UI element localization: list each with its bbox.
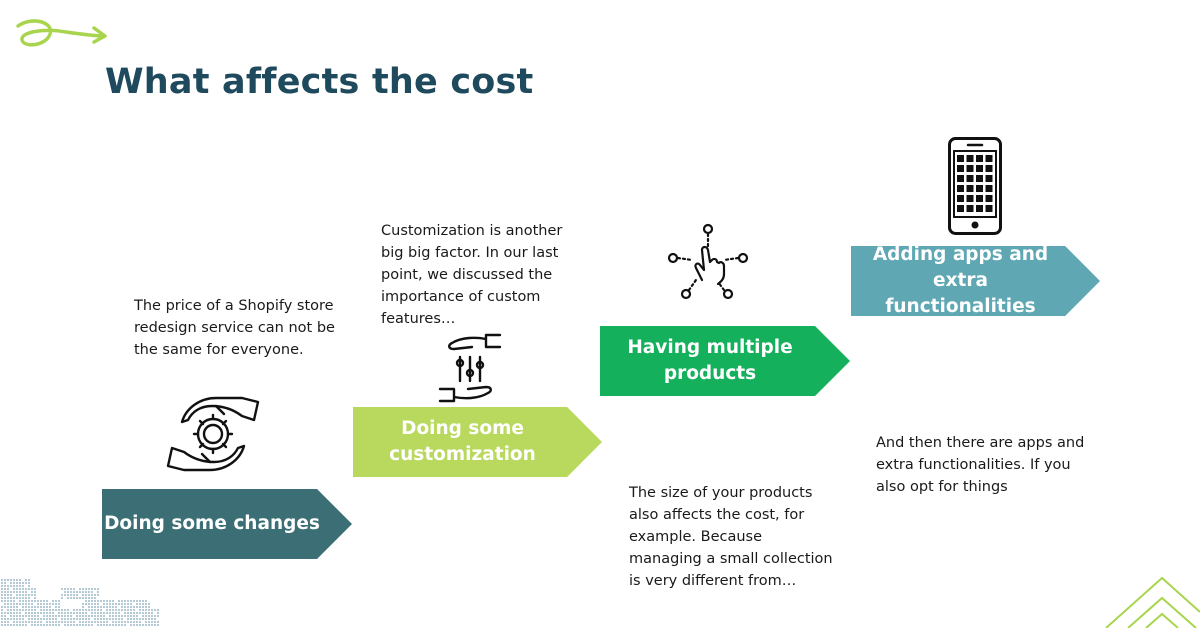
- step-3-label: Having multiple products: [627, 337, 793, 384]
- step-2-arrow: Doing some customization: [353, 407, 602, 477]
- smartphone-icon: [948, 137, 1002, 235]
- step-1-arrow: Doing some changes: [102, 489, 352, 559]
- page-title: What affects the cost: [105, 62, 534, 102]
- touch-network-icon: [667, 223, 749, 300]
- mountain-lines-icon: [1105, 576, 1200, 628]
- step-2-description: Customization is another big big factor.…: [381, 223, 563, 327]
- step-1-description: The price of a Shopify store redesign se…: [134, 298, 335, 358]
- dotted-map-decoration: [1, 579, 159, 626]
- gear-hands-icon: [166, 396, 260, 472]
- sliders-hands-icon: [438, 333, 502, 403]
- step-2-label: Doing some customization: [389, 418, 536, 465]
- step-1-label: Doing some changes: [104, 513, 320, 534]
- step-3-arrow: Having multiple products: [600, 326, 850, 396]
- step-4-arrow: Adding apps and extra functionalities: [851, 246, 1100, 316]
- step-4-description: And then there are apps and extra functi…: [876, 435, 1085, 495]
- swirl-arrow-icon: [16, 19, 107, 47]
- step-4-label: Adding apps and extra functionalities: [872, 244, 1049, 317]
- step-3-description: The size of your products also affects t…: [629, 485, 833, 589]
